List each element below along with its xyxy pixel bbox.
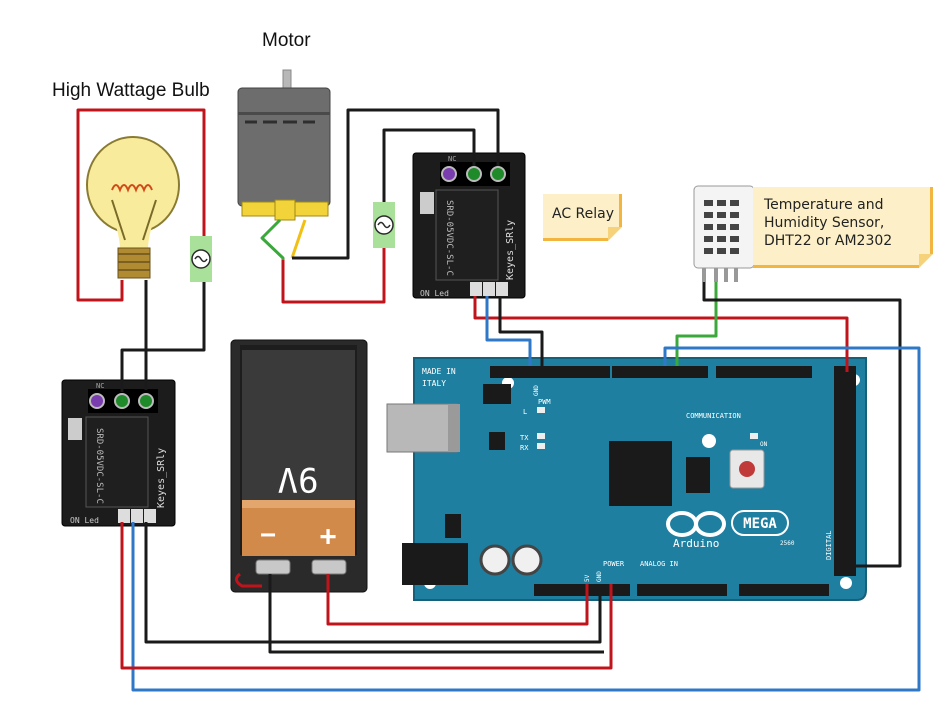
relay-nc-text: NC bbox=[448, 155, 456, 163]
sensor-label-line2: Humidity Sensor, bbox=[764, 215, 885, 231]
dht22-sensor bbox=[693, 185, 755, 282]
wire-black bbox=[120, 282, 206, 392]
wire-black bbox=[382, 128, 476, 202]
board-power: POWER bbox=[603, 560, 625, 568]
ac-relay-label: AC Relay bbox=[552, 206, 615, 222]
relay-model-text: SRD-05VDC-SL-C bbox=[94, 428, 104, 504]
wire-red bbox=[120, 522, 613, 670]
ac-source-icon bbox=[190, 236, 212, 282]
motor-icon bbox=[237, 69, 331, 221]
wire-black bbox=[144, 522, 602, 644]
wire-black bbox=[498, 296, 544, 366]
ac-source-icon bbox=[373, 202, 395, 248]
wire-green bbox=[260, 218, 285, 260]
wire-black bbox=[268, 574, 604, 654]
motor-label: Motor bbox=[262, 30, 311, 51]
board-tx: TX bbox=[520, 434, 529, 442]
sensor-label-line3: DHT22 or AM2302 bbox=[764, 233, 893, 249]
relay-module-bottom: SRD-05VDC-SL-C Keyes_SRly NC ON Led bbox=[61, 379, 176, 527]
relay-led-text: ON Led bbox=[70, 516, 99, 525]
note-fold bbox=[919, 254, 933, 268]
battery-minus: − bbox=[260, 520, 276, 550]
board-rx: RX bbox=[520, 444, 529, 452]
board-pwm: PWM bbox=[538, 398, 551, 406]
wire-blue bbox=[131, 346, 921, 692]
wire-blue bbox=[485, 296, 532, 366]
bulb-label: High Wattage Bulb bbox=[52, 80, 210, 101]
wire-red bbox=[281, 248, 386, 304]
board-5v: 5V bbox=[584, 574, 591, 582]
board-brand: Arduino bbox=[673, 537, 719, 550]
board-made-in: MADE IN bbox=[422, 367, 456, 376]
board-gnd-top: GND bbox=[533, 385, 540, 396]
relay-model-text: SRD-05VDC-SL-C bbox=[444, 200, 454, 276]
board-analog-in: ANALOG IN bbox=[640, 560, 678, 568]
board-gnd-bottom: GND bbox=[596, 571, 603, 582]
board-italy: ITALY bbox=[422, 379, 446, 388]
battery-9v: 9V − + bbox=[230, 339, 368, 593]
board-l: L bbox=[523, 408, 527, 416]
wire-green bbox=[675, 282, 718, 366]
note-fold bbox=[608, 227, 622, 241]
sensor-label-line1: Temperature and bbox=[764, 197, 884, 213]
wire-red bbox=[326, 574, 589, 626]
ac-relay-note: AC Relay bbox=[543, 194, 622, 241]
relay-nc-text: NC bbox=[96, 382, 104, 390]
relay-brand-text: Keyes_SRly bbox=[505, 220, 516, 280]
wire-black bbox=[292, 108, 500, 260]
board-model: MEGA bbox=[743, 516, 777, 532]
board-digital: DIGITAL bbox=[825, 530, 833, 560]
sensor-note: Temperature and Humidity Sensor, DHT22 o… bbox=[753, 187, 933, 268]
wire-red bbox=[76, 108, 206, 302]
bulb-icon bbox=[86, 136, 180, 279]
wire-black bbox=[702, 282, 902, 568]
battery-voltage: 9V bbox=[278, 459, 319, 499]
board-communication: COMMUNICATION bbox=[686, 412, 741, 420]
relay-led-text: ON Led bbox=[420, 289, 449, 298]
wire-red bbox=[235, 572, 262, 588]
battery-plus: + bbox=[320, 519, 337, 552]
relay-module-top: SRD-05VDC-SL-C Keyes_SRly NC ON Led bbox=[412, 152, 526, 299]
arduino-mega-board: MADE IN ITALY Arduino MEGA 2560 PWM COMM… bbox=[386, 357, 867, 601]
board-on: ON bbox=[760, 441, 768, 448]
relay-brand-text: Keyes_SRly bbox=[156, 448, 167, 508]
wire-red bbox=[473, 296, 849, 372]
wires bbox=[76, 108, 921, 692]
wire-yellow bbox=[290, 219, 307, 259]
board-model-no: 2560 bbox=[780, 540, 795, 547]
